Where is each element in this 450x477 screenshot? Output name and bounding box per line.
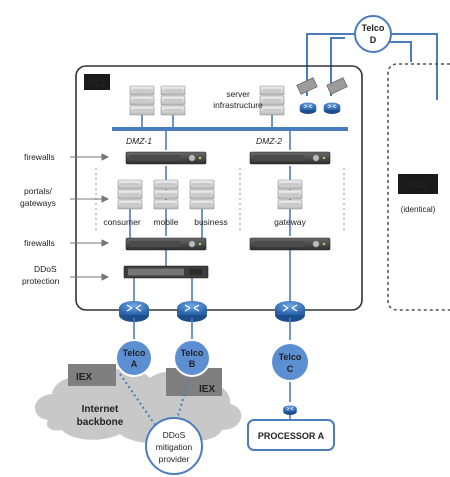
portals-label-line2: gateways bbox=[20, 198, 56, 208]
left-arrows bbox=[70, 153, 110, 281]
ddos-provider-line1: DDoS bbox=[163, 430, 186, 440]
telco-a-label-line2: A bbox=[131, 359, 138, 369]
gateway-server bbox=[277, 179, 303, 210]
portals-label-line1: portals/ bbox=[24, 186, 53, 196]
left-labels: firewalls portals/ gateways firewalls DD… bbox=[20, 152, 60, 286]
server-infra-label-line2: infrastructure bbox=[213, 100, 263, 110]
firewalls-top-label: firewalls bbox=[24, 152, 55, 162]
telco-d-label-line1: Telco bbox=[362, 23, 385, 33]
iex-left-label: IEX bbox=[76, 372, 92, 383]
telco-a: Telco A bbox=[115, 339, 153, 377]
firewall-dmz2-bottom bbox=[249, 237, 331, 251]
gateway-label: gateway bbox=[274, 217, 306, 227]
router-telco-links bbox=[133, 318, 291, 420]
processor-a-label: PROCESSOR A bbox=[258, 431, 325, 441]
ddos-provider-line3: provider bbox=[159, 454, 190, 464]
server-infra-stack-1 bbox=[129, 85, 155, 116]
processor-a-box: PROCESSOR A bbox=[247, 419, 335, 451]
dc2-sublabel: (identical) bbox=[401, 205, 436, 214]
ddos-mitigation-provider: DDoS mitigation provider bbox=[145, 417, 203, 475]
dc2-label-box bbox=[398, 174, 438, 194]
telco-d: Telco D bbox=[354, 15, 392, 53]
telco-c: Telco C bbox=[270, 342, 310, 382]
business-label: business bbox=[194, 217, 228, 227]
dmz-1-label: DMZ-1 bbox=[126, 136, 152, 146]
telco-d-label-line2: D bbox=[370, 35, 377, 45]
telco-c-label-line1: Telco bbox=[279, 352, 302, 362]
iex-left-box: IEX bbox=[68, 364, 116, 386]
telco-b: Telco B bbox=[173, 339, 211, 377]
consumer-label: consumer bbox=[103, 217, 140, 227]
telco-b-label-line1: Telco bbox=[181, 348, 204, 358]
server-infra-stack-2 bbox=[160, 85, 186, 116]
internet-backbone-label-line1: Internet bbox=[82, 404, 119, 415]
internet-backbone-label-line2: backbone bbox=[77, 417, 124, 428]
dmz-separators bbox=[95, 168, 345, 232]
firewall-dmz2-top bbox=[249, 151, 331, 165]
firewalls-bottom-label: firewalls bbox=[24, 238, 55, 248]
dc2-label: DC2 bbox=[409, 180, 427, 190]
server-infra-label-line1: server bbox=[226, 89, 250, 99]
telco-c-label-line2: C bbox=[287, 364, 294, 374]
processor-router bbox=[282, 405, 298, 416]
dc2-box: DC2 (identical) bbox=[387, 63, 450, 311]
consumer-server bbox=[117, 179, 143, 210]
ddos-protection-device bbox=[123, 265, 209, 279]
telco-b-label-line2: B bbox=[189, 359, 196, 369]
dc1-box: DC1 bbox=[75, 65, 363, 311]
ddos-label-line2: protection bbox=[22, 276, 60, 286]
dmz-2-label: DMZ-2 bbox=[256, 136, 282, 146]
dc1-label-box bbox=[84, 74, 110, 90]
telco-d-edge-devices bbox=[296, 77, 348, 115]
telco-d-links bbox=[306, 33, 438, 100]
ddos-mitigation-links bbox=[119, 373, 190, 433]
ddos-label-line1: DDoS bbox=[34, 264, 57, 274]
telco-a-label-line1: Telco bbox=[123, 348, 146, 358]
server-infra-stack-3 bbox=[259, 85, 285, 116]
business-server bbox=[189, 179, 215, 210]
firewall-dmz1-top bbox=[125, 151, 207, 165]
ddos-provider-line2: mitigation bbox=[156, 442, 193, 452]
mobile-label: mobile bbox=[153, 217, 178, 227]
dc1-label: DC1 bbox=[88, 78, 106, 88]
mobile-server bbox=[153, 179, 179, 210]
firewall-dmz1-bottom bbox=[125, 237, 207, 251]
iex-right-label: IEX bbox=[199, 384, 215, 395]
